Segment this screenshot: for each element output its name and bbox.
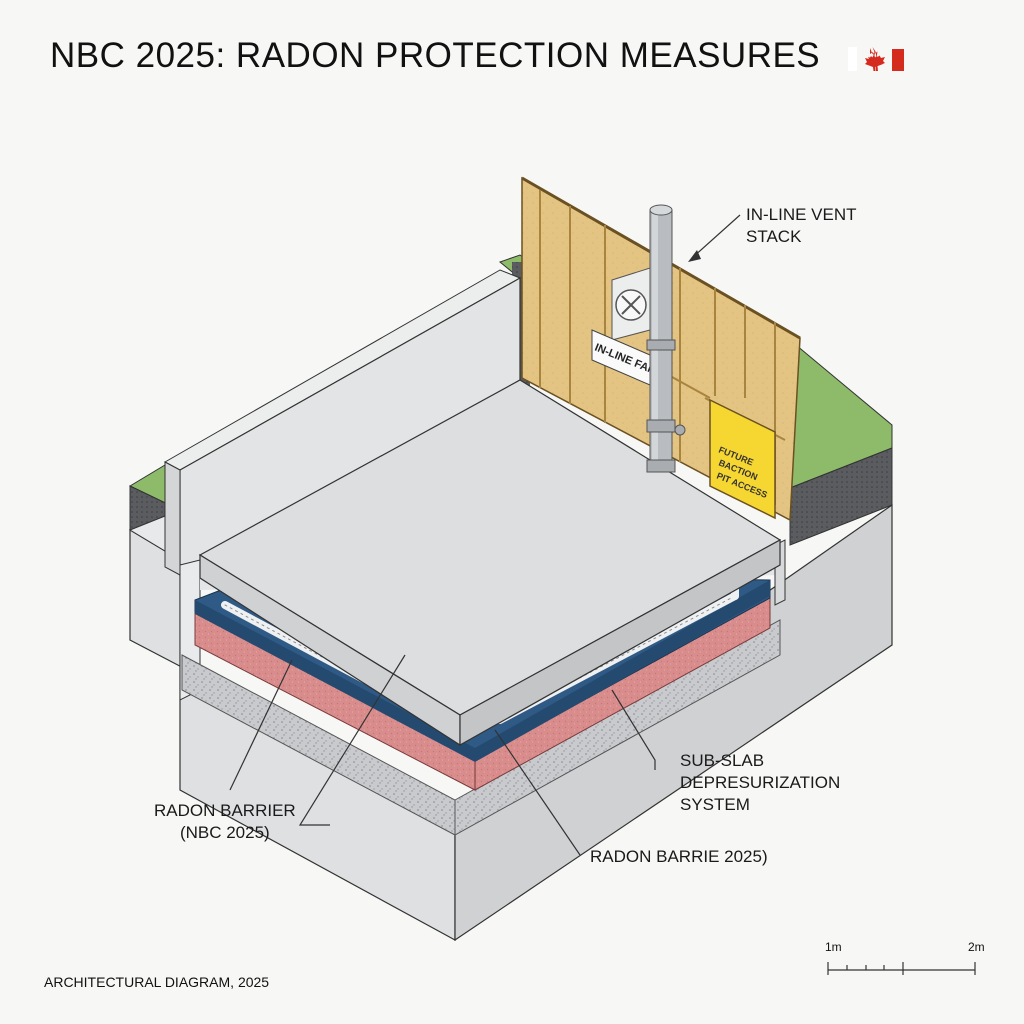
radon-barrier-left-label: RADON BARRIER (NBC 2025) [154, 801, 296, 842]
vent-stack-label: IN-LINE VENT STACK [746, 205, 857, 246]
inline-fan [611, 267, 651, 341]
scale-bar [827, 962, 976, 975]
scale-start-label: 1m [825, 940, 842, 954]
radon-barrier-front [195, 580, 770, 762]
back-wall-side [164, 461, 181, 576]
vent-stack-arrow [688, 250, 701, 262]
radon-barrier-bottom-label: RADON BARRIE 2025) [590, 847, 768, 866]
scale-end-label: 2m [968, 940, 985, 954]
canada-flag-icon [848, 47, 904, 71]
pit-access-hatch [709, 398, 776, 520]
sub-slab-label: SUB-SLAB DEPRESURIZATION SYSTEM [680, 751, 841, 814]
concrete-slab-front [459, 538, 781, 747]
page-title: NBC 2025: RADON PROTECTION MEASURES [50, 36, 821, 75]
leader-lines [229, 214, 741, 856]
diagram-caption: ARCHITECTURAL DIAGRAM, 2025 [44, 974, 270, 990]
vent-stack-pipe [646, 204, 686, 473]
